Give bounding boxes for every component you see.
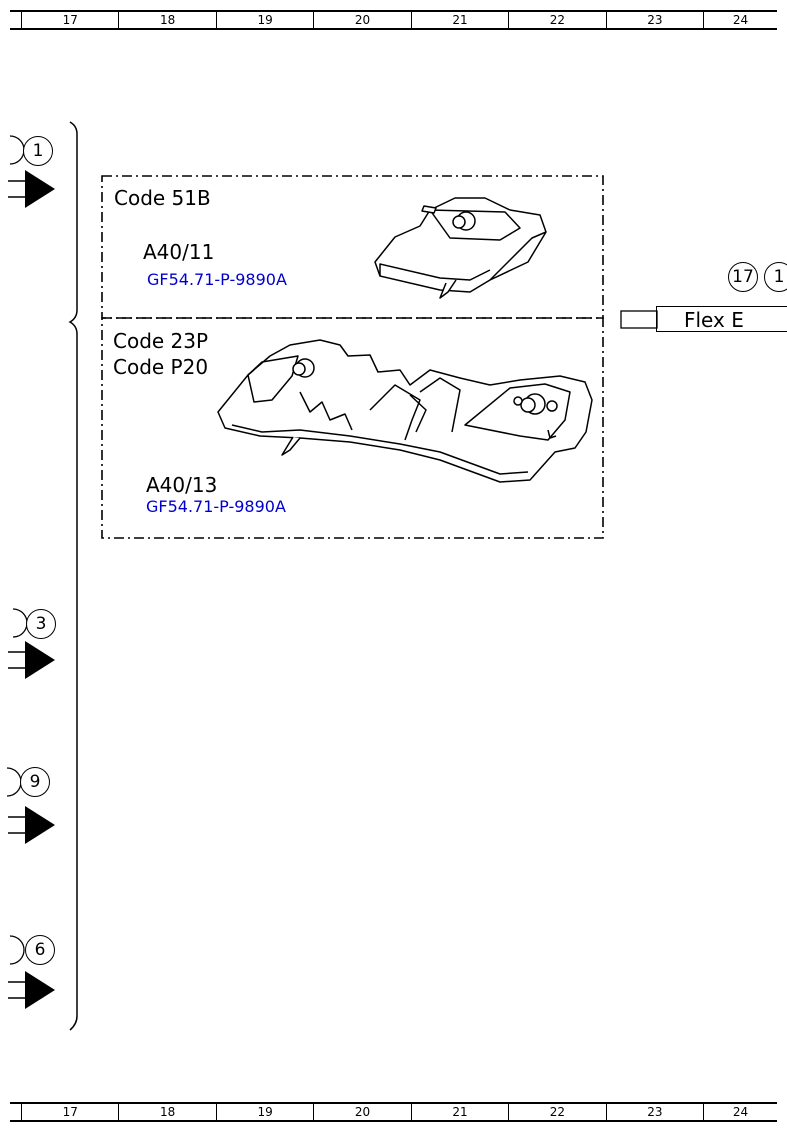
ruler-col: 21: [412, 12, 510, 28]
ruler-col: 21: [412, 1104, 510, 1120]
connector-circle[interactable]: 9: [20, 767, 50, 797]
ruler-col: 22: [509, 1104, 607, 1120]
arrow-icon: [8, 806, 55, 844]
connector-circle[interactable]: 17: [728, 262, 758, 292]
ruler-col: 18: [119, 12, 217, 28]
component-a40-13-drawing: [217, 339, 593, 483]
grouping-brace: [68, 121, 78, 1031]
connector-circle[interactable]: 1: [764, 262, 787, 292]
connector-plug: [620, 310, 658, 329]
ruler-col: 24: [732, 13, 749, 27]
reference-link-a40-11[interactable]: GF54.71-P-9890A: [147, 270, 287, 289]
ruler-col: 18: [119, 1104, 217, 1120]
code-51b-label: Code 51B: [114, 186, 211, 210]
code-23p-label: Code 23P: [113, 329, 209, 353]
connector-circle[interactable]: 1: [23, 136, 53, 166]
connector-circle[interactable]: 6: [25, 935, 55, 965]
ruler-col: 19: [217, 1104, 315, 1120]
component-a40-11-drawing: [374, 197, 547, 299]
column-ruler-top: 17 18 19 20 21 22 23 24: [10, 10, 777, 30]
arrow-icon: [8, 971, 55, 1009]
ruler-col: 23: [607, 1104, 705, 1120]
ruler-col: 24: [732, 1105, 749, 1119]
connector-circle[interactable]: 3: [26, 609, 56, 639]
code-p20-label: Code P20: [113, 355, 209, 379]
ruler-col: 23: [607, 12, 705, 28]
reference-link-a40-13[interactable]: GF54.71-P-9890A: [146, 497, 286, 516]
ruler-col: 17: [22, 1104, 120, 1120]
ruler-col: 20: [314, 12, 412, 28]
ruler-lead-cell: [10, 12, 22, 28]
ruler-col: 17: [22, 12, 120, 28]
part-number-a40-11: A40/11: [143, 240, 215, 264]
ruler-col: 19: [217, 12, 315, 28]
arrow-icon: [8, 170, 55, 208]
ruler-col: 20: [314, 1104, 412, 1120]
arrow-icon: [8, 641, 55, 679]
ruler-lead-cell: [10, 1104, 22, 1120]
column-ruler-bottom: 17 18 19 20 21 22 23 24: [10, 1102, 777, 1122]
flex-e-connector-label[interactable]: Flex E: [656, 306, 787, 332]
component-box-code-51b: [101, 175, 604, 319]
part-number-a40-13: A40/13: [146, 473, 218, 497]
ruler-col: 22: [509, 12, 607, 28]
